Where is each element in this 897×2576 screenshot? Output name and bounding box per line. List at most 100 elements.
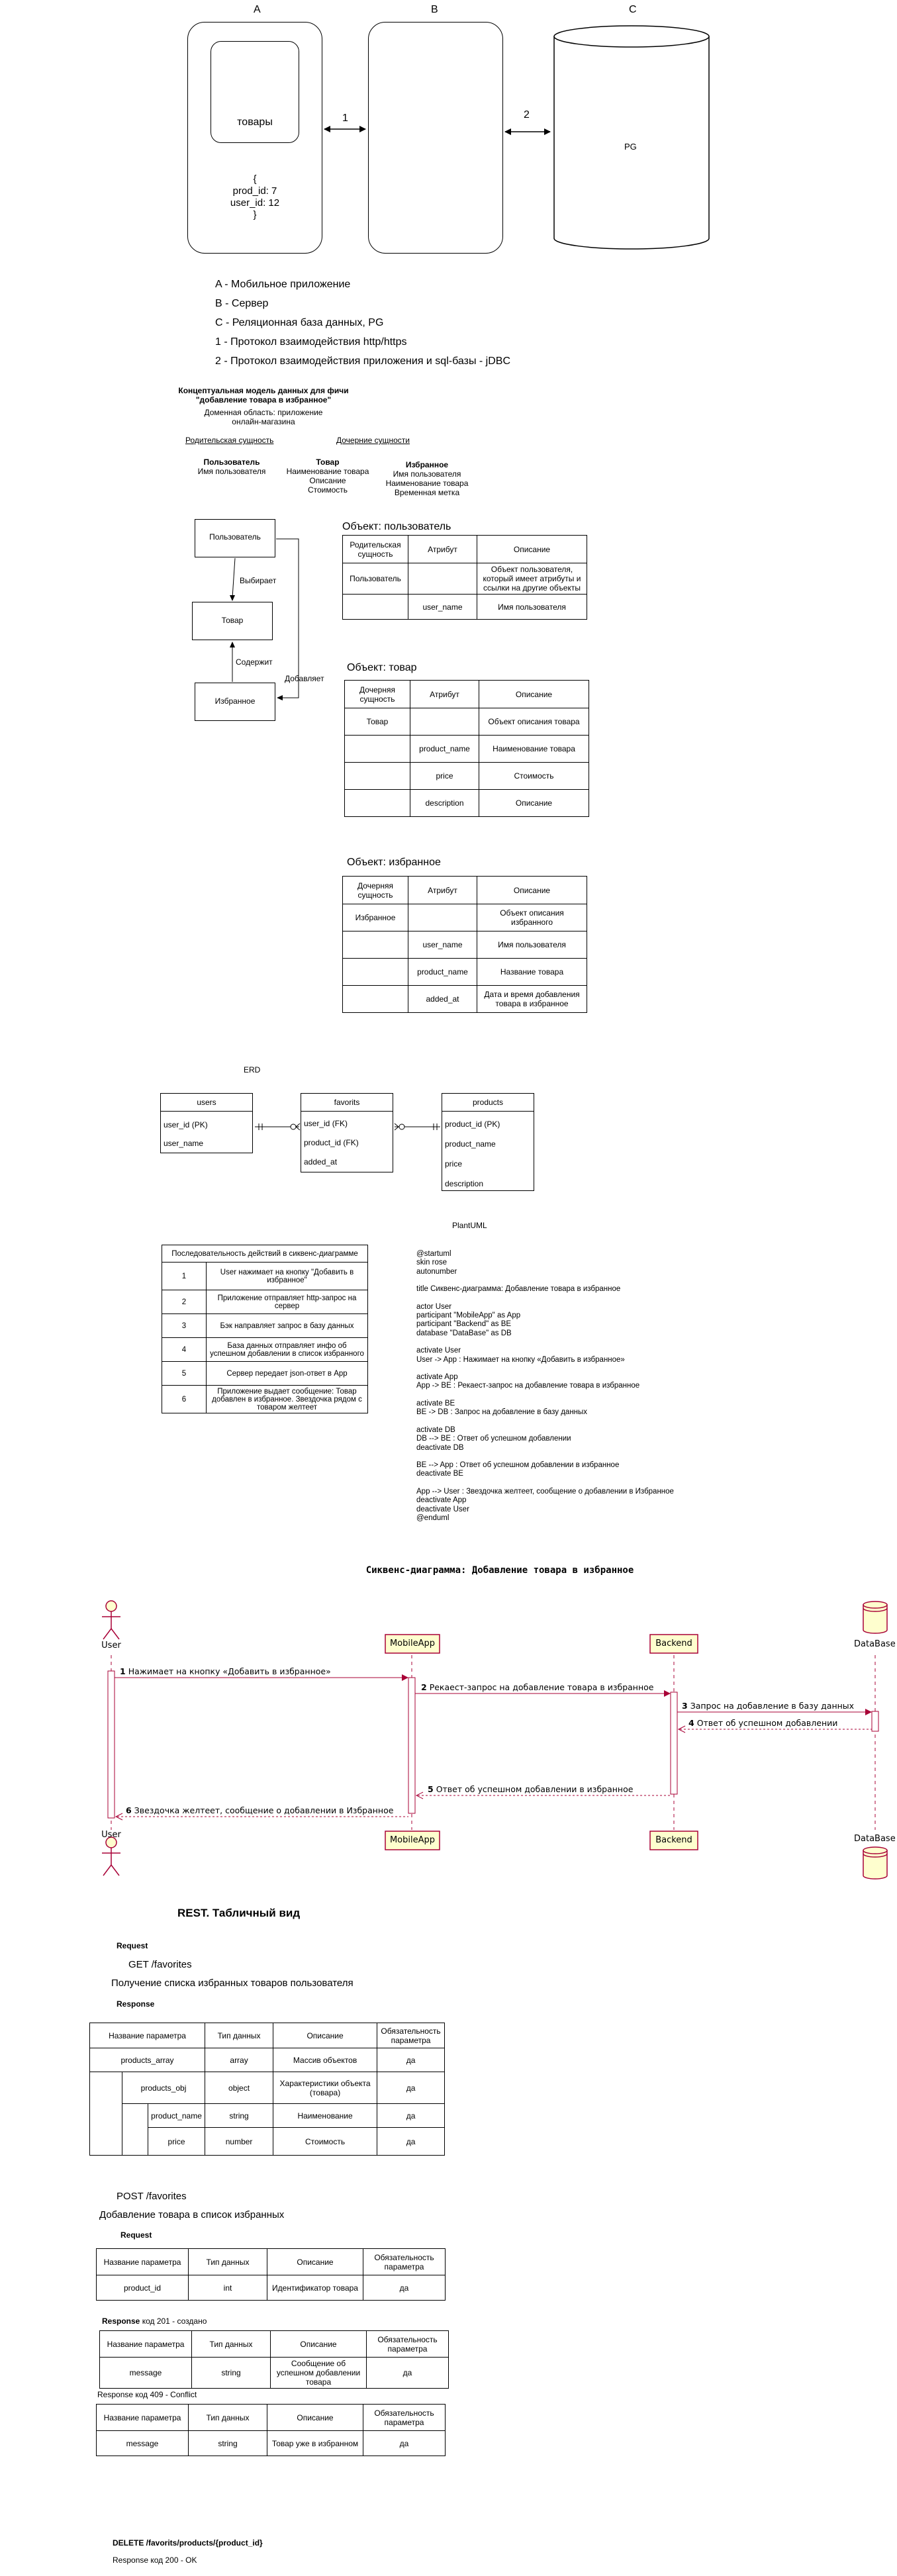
plantuml-code-line: autonumber bbox=[416, 1267, 457, 1276]
arrow-2-label: 2 bbox=[524, 109, 530, 120]
seq-db-bottom: DataBase bbox=[854, 1834, 896, 1844]
label-b: B bbox=[431, 4, 438, 15]
plantuml-code-line: User -> App : Нажимает на кнопку «Добави… bbox=[416, 1355, 625, 1364]
plantuml-code-line: participant "MobileApp" as App bbox=[416, 1312, 521, 1320]
seq-user-bottom: User bbox=[101, 1830, 121, 1840]
label-a: A bbox=[254, 4, 261, 15]
seq-msg-2: 2 Рекаест-запрос на добавление товара в … bbox=[421, 1682, 654, 1692]
seq-be-top: Backend bbox=[655, 1639, 692, 1648]
arrow-1-label: 1 bbox=[342, 113, 348, 124]
flow-arrows bbox=[230, 538, 299, 700]
flow-goods-label: Товар bbox=[221, 616, 244, 625]
plantuml-title: PlantUML bbox=[452, 1221, 487, 1230]
rest-post-request: Request bbox=[120, 2230, 152, 2240]
rest-post-desc: Добавление товара в список избранных bbox=[99, 2209, 285, 2220]
erd-users: users user_id (PK)user_name bbox=[160, 1093, 253, 1153]
plantuml-code-line: App --> User : Звездочка желтеет, сообще… bbox=[416, 1488, 674, 1496]
plantuml-code-line: @startuml bbox=[416, 1250, 451, 1258]
child-entity-heading: Дочерние сущности bbox=[336, 436, 410, 445]
plantuml-code-line: deactivate User bbox=[416, 1505, 469, 1513]
plantuml-code-line: database "DataBase" as DB bbox=[416, 1329, 512, 1337]
erd-favorits: favorits user_id (FK)product_id (FK)adde… bbox=[301, 1093, 393, 1172]
seq-app-bottom: MobileApp bbox=[389, 1835, 436, 1845]
plantuml-code-line: @enduml bbox=[416, 1513, 449, 1522]
obj-user-title: Объект: пользователь bbox=[342, 521, 451, 532]
get-response-table: Название параметра Тип данных Описание О… bbox=[89, 2023, 445, 2156]
parent-entity-heading: Родительская сущность bbox=[185, 436, 274, 445]
seq-msg-6: 6 Звездочка желтеет, сообщение о добавле… bbox=[126, 1805, 394, 1815]
flow-fav-label: Избранное bbox=[214, 696, 256, 706]
sequence-title: Сиквенс-диаграмма: Добавление товара в и… bbox=[365, 1565, 634, 1576]
actor-user-bottom-icon bbox=[102, 1837, 120, 1876]
rest-get-response: Response bbox=[117, 1999, 155, 2009]
goods-label: товары bbox=[237, 117, 273, 128]
flow-adds: Добавляет bbox=[285, 674, 324, 683]
plantuml-code-line: actor User bbox=[416, 1302, 452, 1311]
plantuml-code-line: activate DB bbox=[416, 1425, 455, 1434]
database-top-icon bbox=[863, 1601, 888, 1634]
seq-user-top: User bbox=[101, 1641, 121, 1650]
concept-title: Концептуальная модель данных для фичи"до… bbox=[178, 386, 349, 405]
seq-be-bottom: Backend bbox=[655, 1835, 692, 1845]
flow-user bbox=[195, 519, 275, 557]
erd-title: ERD bbox=[244, 1065, 261, 1074]
plantuml-code-line: BE -> DB : Запрос на добавление в базу д… bbox=[416, 1408, 588, 1417]
plantuml-code-line: BE --> App : Ответ об успешном добавлени… bbox=[416, 1461, 620, 1470]
plantuml-code-line: deactivate DB bbox=[416, 1443, 464, 1452]
plantuml-code-line: activate App bbox=[416, 1373, 458, 1382]
plantuml-code-line: title Сиквенс-диаграмма: Добавление това… bbox=[416, 1285, 621, 1294]
flow-contains: Содержит bbox=[236, 657, 273, 667]
flow-goods bbox=[192, 602, 273, 640]
rest-get-desc: Получение списка избранных товаров польз… bbox=[111, 1978, 354, 1989]
flow-user-label: Пользователь bbox=[209, 532, 261, 542]
plantuml-code-line: DB --> BE : Ответ об успешном добавлении bbox=[416, 1435, 571, 1443]
plantuml-code-line: App -> BE : Рекаест-запрос на добавление… bbox=[416, 1382, 640, 1390]
rest-get: GET /favorites bbox=[128, 1959, 192, 1970]
pg-label: PG bbox=[624, 142, 637, 152]
seq-msg-3: 3 Запрос на добавление в базу данных bbox=[682, 1701, 855, 1711]
rest-post: POST /favorites bbox=[117, 2191, 187, 2202]
plantuml-code-line: deactivate App bbox=[416, 1496, 467, 1505]
rest-resp-200: Response код 200 - OK bbox=[113, 2555, 197, 2565]
rest-get-request: Request bbox=[117, 1941, 148, 1950]
seq-msg-1: 1 Нажимает на кнопку «Добавить в избранн… bbox=[120, 1666, 331, 1676]
server-box bbox=[368, 22, 503, 254]
rest-delete: DELETE /favorits/products/{product_id} bbox=[113, 2538, 263, 2548]
rest-resp-201: Response код 201 - создано bbox=[102, 2316, 207, 2326]
seq-msg-5: 5 Ответ об успешном добавлении в избранн… bbox=[428, 1784, 634, 1794]
flow-chooses: Выбирает bbox=[240, 576, 277, 585]
goods-box bbox=[211, 41, 299, 143]
plantuml-code-line: participant "Backend" as BE bbox=[416, 1320, 512, 1329]
obj-fav-title: Объект: избранное bbox=[347, 857, 441, 868]
plantuml-code-line: skin rose bbox=[416, 1259, 448, 1267]
rest-resp-409: Response код 409 - Conflict bbox=[97, 2390, 197, 2399]
erd-relations bbox=[255, 1123, 440, 1131]
plantuml-code-line: activate BE bbox=[416, 1400, 455, 1408]
seq-app-top: MobileApp bbox=[389, 1639, 436, 1648]
rest-title: REST. Табличный вид bbox=[177, 1907, 301, 1919]
architecture-arrows bbox=[324, 25, 710, 250]
actor-user-top-icon bbox=[102, 1600, 120, 1640]
plantuml-code-line: activate User bbox=[416, 1347, 461, 1355]
flow-fav bbox=[195, 683, 275, 721]
label-c: C bbox=[629, 4, 637, 15]
obj-goods-title: Объект: товар bbox=[347, 662, 417, 673]
database-bottom-icon bbox=[863, 1846, 888, 1880]
seq-db-top: DataBase bbox=[854, 1639, 896, 1649]
steps-table: Последовательность действий в сиквенс-ди… bbox=[162, 1245, 368, 1413]
